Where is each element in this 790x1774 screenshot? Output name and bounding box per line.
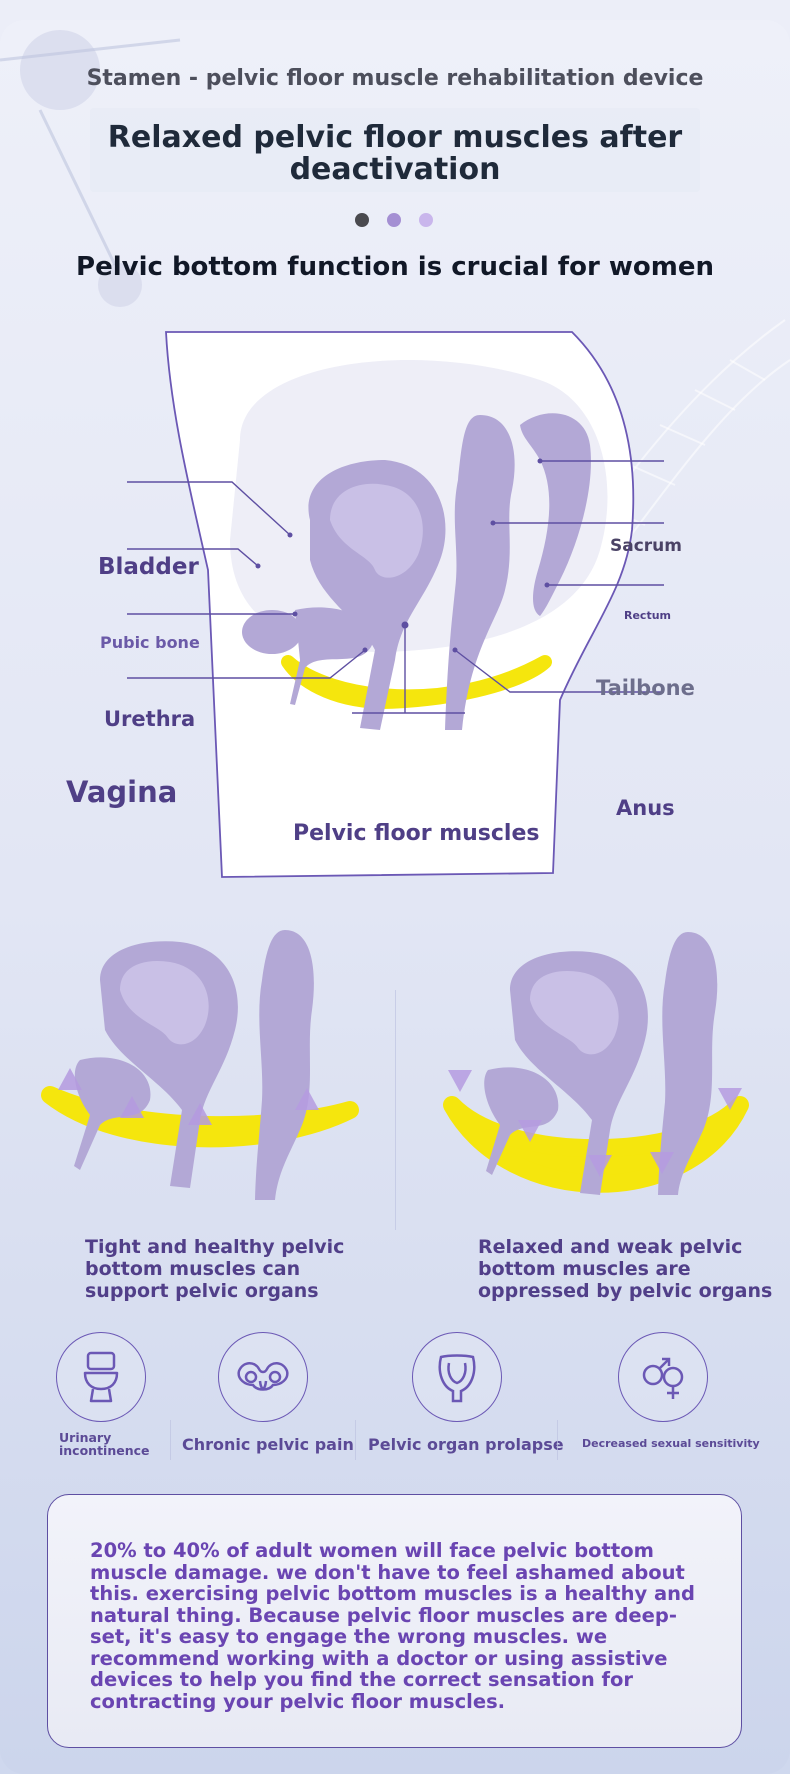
label-vagina: Vagina	[66, 775, 178, 809]
gender-symbols-icon	[642, 1357, 684, 1399]
carousel-dot-2[interactable]	[387, 213, 401, 227]
label-anus: Anus	[616, 796, 675, 820]
brand-heading: Stamen - pelvic floor muscle rehabilitat…	[86, 66, 704, 91]
info-note-box	[47, 1494, 742, 1748]
rectum-shape	[445, 415, 515, 730]
sacrum-shape	[520, 413, 591, 616]
issue-divider-2	[355, 1420, 356, 1460]
issue-urinary-incontinence	[56, 1332, 146, 1422]
toilet-icon	[83, 1351, 119, 1403]
urethra-shape	[290, 607, 374, 705]
carousel-dot-1[interactable]	[355, 213, 369, 227]
comparison-divider	[395, 990, 396, 1230]
label-urethra: Urethra	[104, 707, 196, 731]
issue-label-urinary-incontinence: Urinary incontinence	[59, 1430, 150, 1458]
caption-weak: Relaxed and weak pelvic bottom muscles a…	[478, 1236, 773, 1302]
label-rectum: Rectum	[624, 609, 672, 622]
weak-muscle-illustration	[443, 932, 749, 1195]
title-banner	[90, 108, 700, 192]
issue-pelvic-organ-prolapse	[412, 1332, 502, 1422]
page-title: Relaxed pelvic floor muscles after deact…	[107, 120, 683, 187]
anatomy-diagram	[127, 331, 664, 878]
label-tailbone: Tailbone	[596, 676, 695, 700]
info-note-text: 20% to 40% of adult women will face pelv…	[90, 1539, 695, 1713]
pubic-bone-shape	[242, 610, 302, 654]
label-pubic-bone: Pubic bone	[100, 633, 200, 652]
pelvis-icon	[237, 1362, 289, 1391]
issue-label-pelvic-organ-prolapse: Pelvic organ prolapse	[368, 1435, 564, 1454]
issue-label-decreased-sexual-sensitivity: Decreased sexual sensitivity	[582, 1437, 760, 1450]
caption-healthy: Tight and healthy pelvic bottom muscles …	[85, 1236, 345, 1302]
carousel-dot-3[interactable]	[419, 213, 433, 227]
section-heading: Pelvic bottom function is crucial for wo…	[76, 252, 714, 282]
issue-decreased-sexual-sensitivity	[618, 1332, 708, 1422]
issue-divider-3	[557, 1420, 558, 1460]
uterus-shape	[330, 483, 423, 578]
label-bladder: Bladder	[98, 554, 199, 580]
carousel-dots	[355, 213, 435, 229]
label-sacrum: Sacrum	[610, 536, 682, 556]
issue-chronic-pelvic-pain	[218, 1332, 308, 1422]
molecule-decoration	[0, 30, 181, 307]
background-card	[0, 20, 790, 1774]
healthy-muscle-illustration	[41, 930, 359, 1200]
issue-label-chronic-pelvic-pain: Chronic pelvic pain	[182, 1435, 354, 1454]
issue-divider-1	[170, 1420, 171, 1460]
uterus-icon	[438, 1354, 476, 1403]
label-pelvic-floor-muscles: Pelvic floor muscles	[293, 821, 540, 846]
